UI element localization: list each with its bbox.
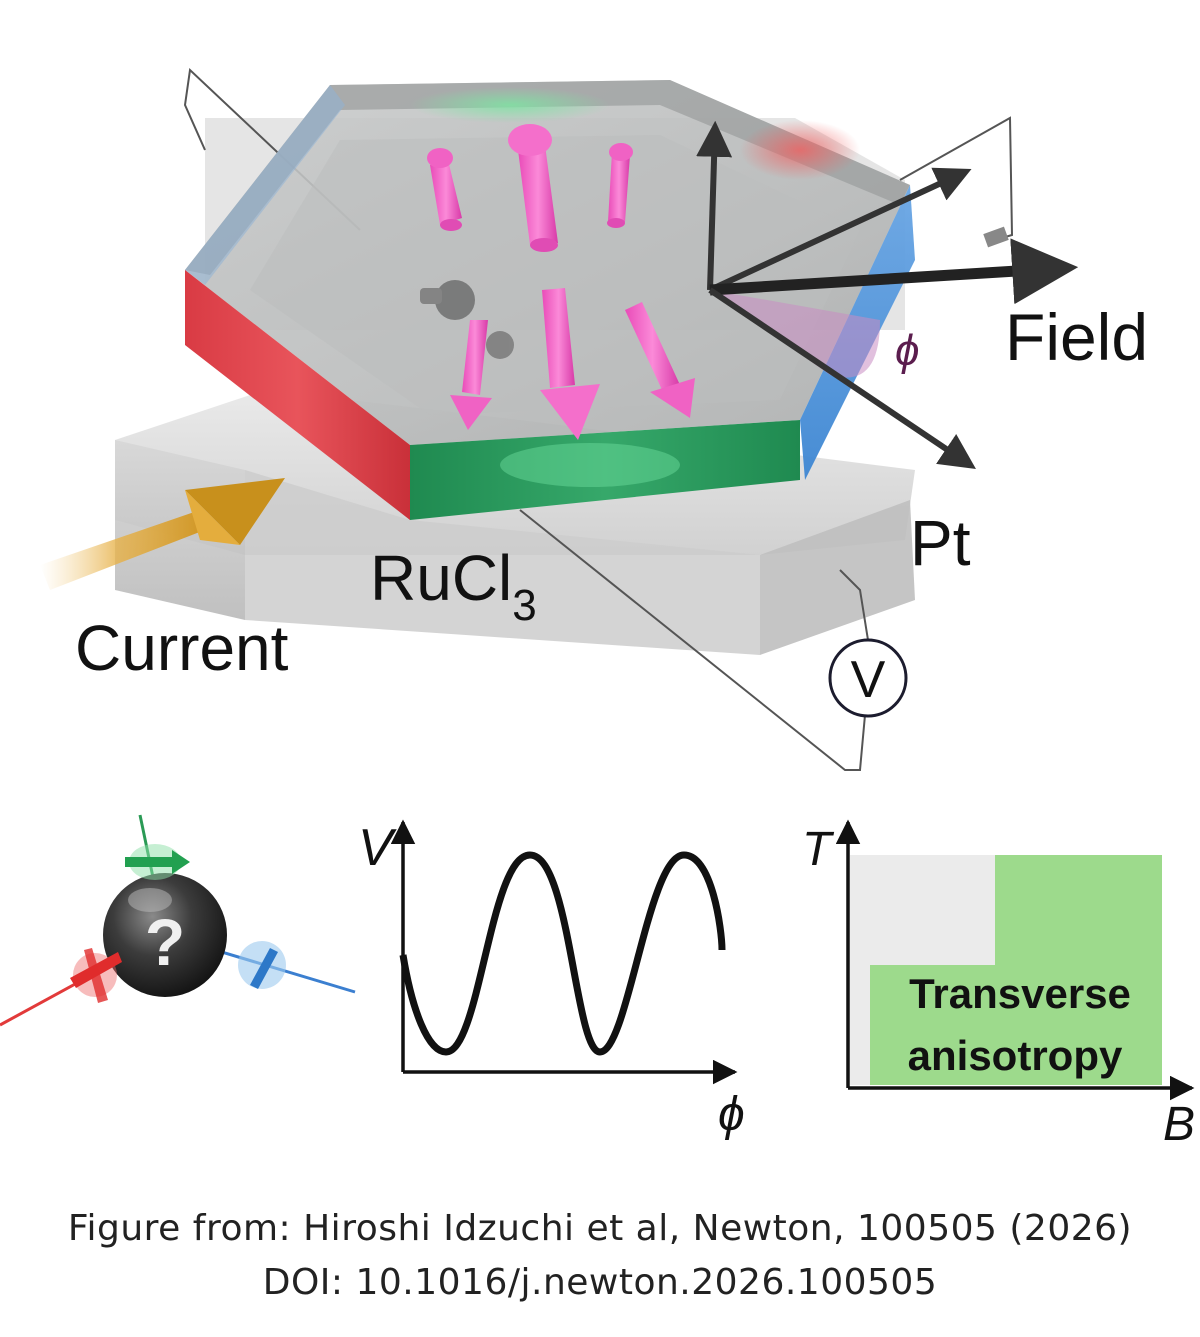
- device-illustration: Field ϕ Pt RuCl3 Current V: [40, 67, 1148, 771]
- pt-label: Pt: [910, 507, 971, 579]
- quasiparticle-illustration: ?: [0, 814, 356, 1027]
- slab-blue-back-edge: [185, 85, 345, 285]
- phi-axis-label: ϕ: [718, 1088, 745, 1141]
- slab-green-glow: [410, 87, 610, 123]
- slab-top-inner: [250, 135, 860, 415]
- caption-line-2: DOI: 10.1016/j.newton.2026.100505: [262, 1262, 938, 1303]
- rucl3-label-subscript: 3: [512, 581, 536, 630]
- phase-diagram: T B Transverse anisotropy: [802, 819, 1195, 1151]
- rucl3-label-base: RuCl: [370, 542, 512, 614]
- spin-arrow-icon: [450, 320, 492, 430]
- spin-arrow-icon: [427, 148, 462, 231]
- wire-bottom: [519, 509, 866, 771]
- pt-strip-end: [760, 500, 915, 655]
- voltmeter-icon: [828, 638, 908, 718]
- spin-arrow-icon: [607, 143, 633, 228]
- question-mark: ?: [145, 905, 185, 979]
- caption-line-1: Figure from: Hiroshi Idzuchi et al, Newt…: [67, 1208, 1133, 1249]
- phase-region-label-2: anisotropy: [908, 1032, 1123, 1079]
- blue-spin-arrow-icon: [250, 948, 278, 989]
- t-axis-label: T: [802, 823, 835, 876]
- spin-arrows: [427, 124, 695, 440]
- phase-region-transverse: [870, 855, 1162, 1085]
- wire-voltmeter: [839, 569, 869, 641]
- spin-particle-icon: [420, 280, 514, 359]
- v-axis-label: V: [358, 819, 397, 877]
- field-axes: [696, 120, 1079, 470]
- b-axis-label: B: [1163, 1098, 1195, 1151]
- phi-angle-wedge: [710, 290, 880, 378]
- green-spin-arrow-icon: [125, 850, 190, 874]
- spin-arrow-icon: [508, 124, 558, 252]
- field-label: Field: [1005, 300, 1148, 374]
- slab-red-glow: [740, 120, 860, 180]
- v-phi-plot: V ϕ: [358, 819, 745, 1141]
- slab-red-edge: [185, 270, 410, 520]
- current-label: Current: [75, 612, 289, 684]
- spin-arrow-icon: [540, 288, 600, 440]
- voltmeter-label: V: [851, 651, 886, 709]
- v-phi-curve: [399, 851, 726, 1056]
- spin-arrow-icon: [625, 302, 695, 418]
- pt-strip-side: [245, 470, 760, 655]
- current-arrow: [40, 478, 285, 590]
- rucl3-label: RuCl3: [370, 542, 537, 630]
- phi-label: ϕ: [895, 326, 919, 375]
- phase-region-label-1: Transverse: [909, 970, 1131, 1017]
- slab-green-edge: [410, 420, 800, 520]
- wire-left: [183, 67, 361, 231]
- ground-symbol: [983, 226, 1009, 248]
